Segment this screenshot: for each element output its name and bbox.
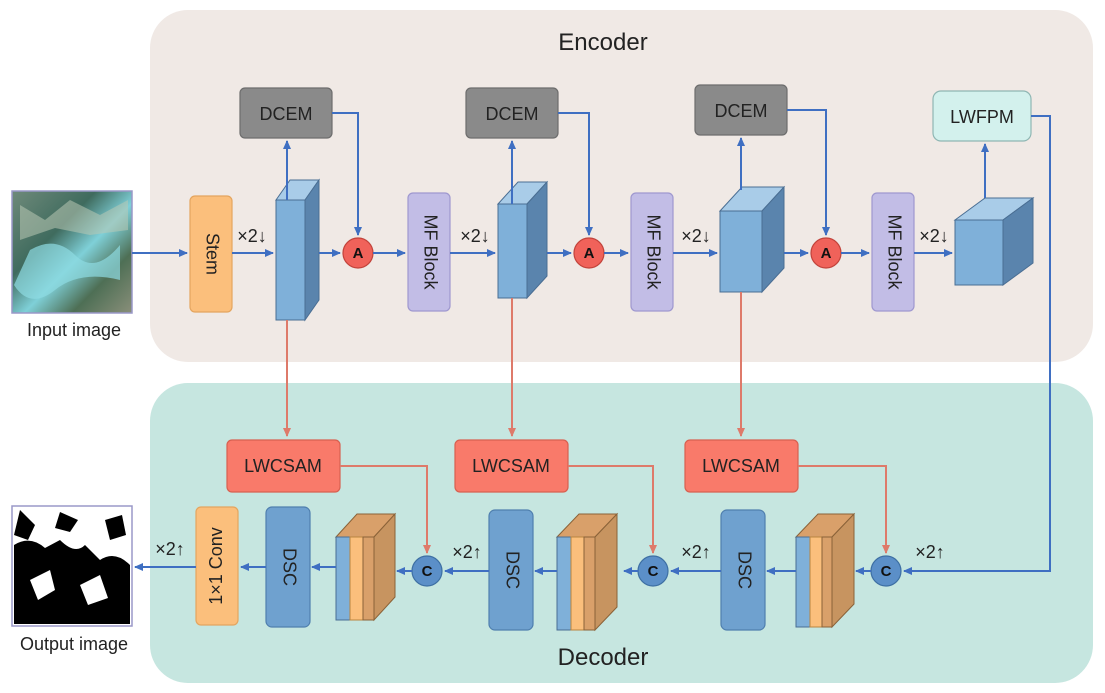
output-image — [11, 505, 133, 627]
dsc-label-2: DSC — [502, 551, 522, 589]
lwfpm-to-decoder-arrow — [903, 115, 1051, 575]
lwcsam-label-3: LWCSAM — [702, 456, 780, 476]
stem-label: Stem — [202, 233, 222, 275]
decoder-panel — [150, 383, 1093, 683]
down2-label-2: ×2↓ — [460, 226, 490, 246]
concat-node-1-label: C — [422, 563, 433, 580]
up2-label-3: ×2↑ — [915, 542, 945, 562]
dcem-label-2: DCEM — [486, 104, 539, 124]
down2-label-3: ×2↓ — [681, 226, 711, 246]
dcem-label-3: DCEM — [715, 101, 768, 121]
dsc-label-1: DSC — [279, 548, 299, 586]
feature-map-3 — [718, 185, 786, 294]
dcem3-to-a3-arrow — [787, 109, 830, 236]
feature-map-4 — [953, 197, 1035, 286]
input-image — [11, 190, 133, 314]
mf-block-3-label: MF Block — [884, 214, 904, 290]
encoder-title: Encoder — [558, 29, 647, 56]
lwcsam3-to-c3-arrow — [798, 465, 890, 554]
up2-label-1: ×2↑ — [452, 542, 482, 562]
up2-label-0: ×2↑ — [155, 539, 185, 559]
output-image-label: Output image — [20, 634, 128, 654]
feature-map-2 — [496, 180, 549, 300]
lwfpm-label: LWFPM — [950, 107, 1014, 127]
dsc-label-3: DSC — [734, 551, 754, 589]
dcem1-to-a1-arrow — [332, 112, 362, 236]
dcem2-to-a2-arrow — [558, 112, 593, 236]
attention-node-3-label: A — [821, 245, 832, 262]
decoder-title: Decoder — [558, 644, 649, 671]
attention-node-2-label: A — [584, 245, 595, 262]
concat-node-2-label: C — [648, 563, 659, 580]
decoder-feature-map-2 — [555, 512, 619, 632]
lwcsam2-to-c2-arrow — [568, 465, 657, 554]
lwcsam-label-2: LWCSAM — [472, 456, 550, 476]
lwcsam-label-1: LWCSAM — [244, 456, 322, 476]
dcem-label-1: DCEM — [260, 104, 313, 124]
input-image-label: Input image — [27, 320, 121, 340]
encoder-panel — [150, 10, 1093, 362]
down2-label-4: ×2↓ — [919, 226, 949, 246]
decoder-feature-map-3 — [794, 512, 856, 629]
concat-node-3-label: C — [881, 563, 892, 580]
down2-label-1: ×2↓ — [237, 226, 267, 246]
mf-block-2-label: MF Block — [643, 214, 663, 290]
attention-node-1-label: A — [353, 245, 364, 262]
decoder-feature-map-1 — [334, 512, 397, 622]
lwcsam1-to-c1-arrow — [340, 465, 431, 554]
conv-1x1-label: 1×1 Conv — [206, 527, 226, 605]
up2-label-2: ×2↑ — [681, 542, 711, 562]
feature-map-1 — [275, 178, 320, 322]
mf-block-1-label: MF Block — [420, 214, 440, 290]
